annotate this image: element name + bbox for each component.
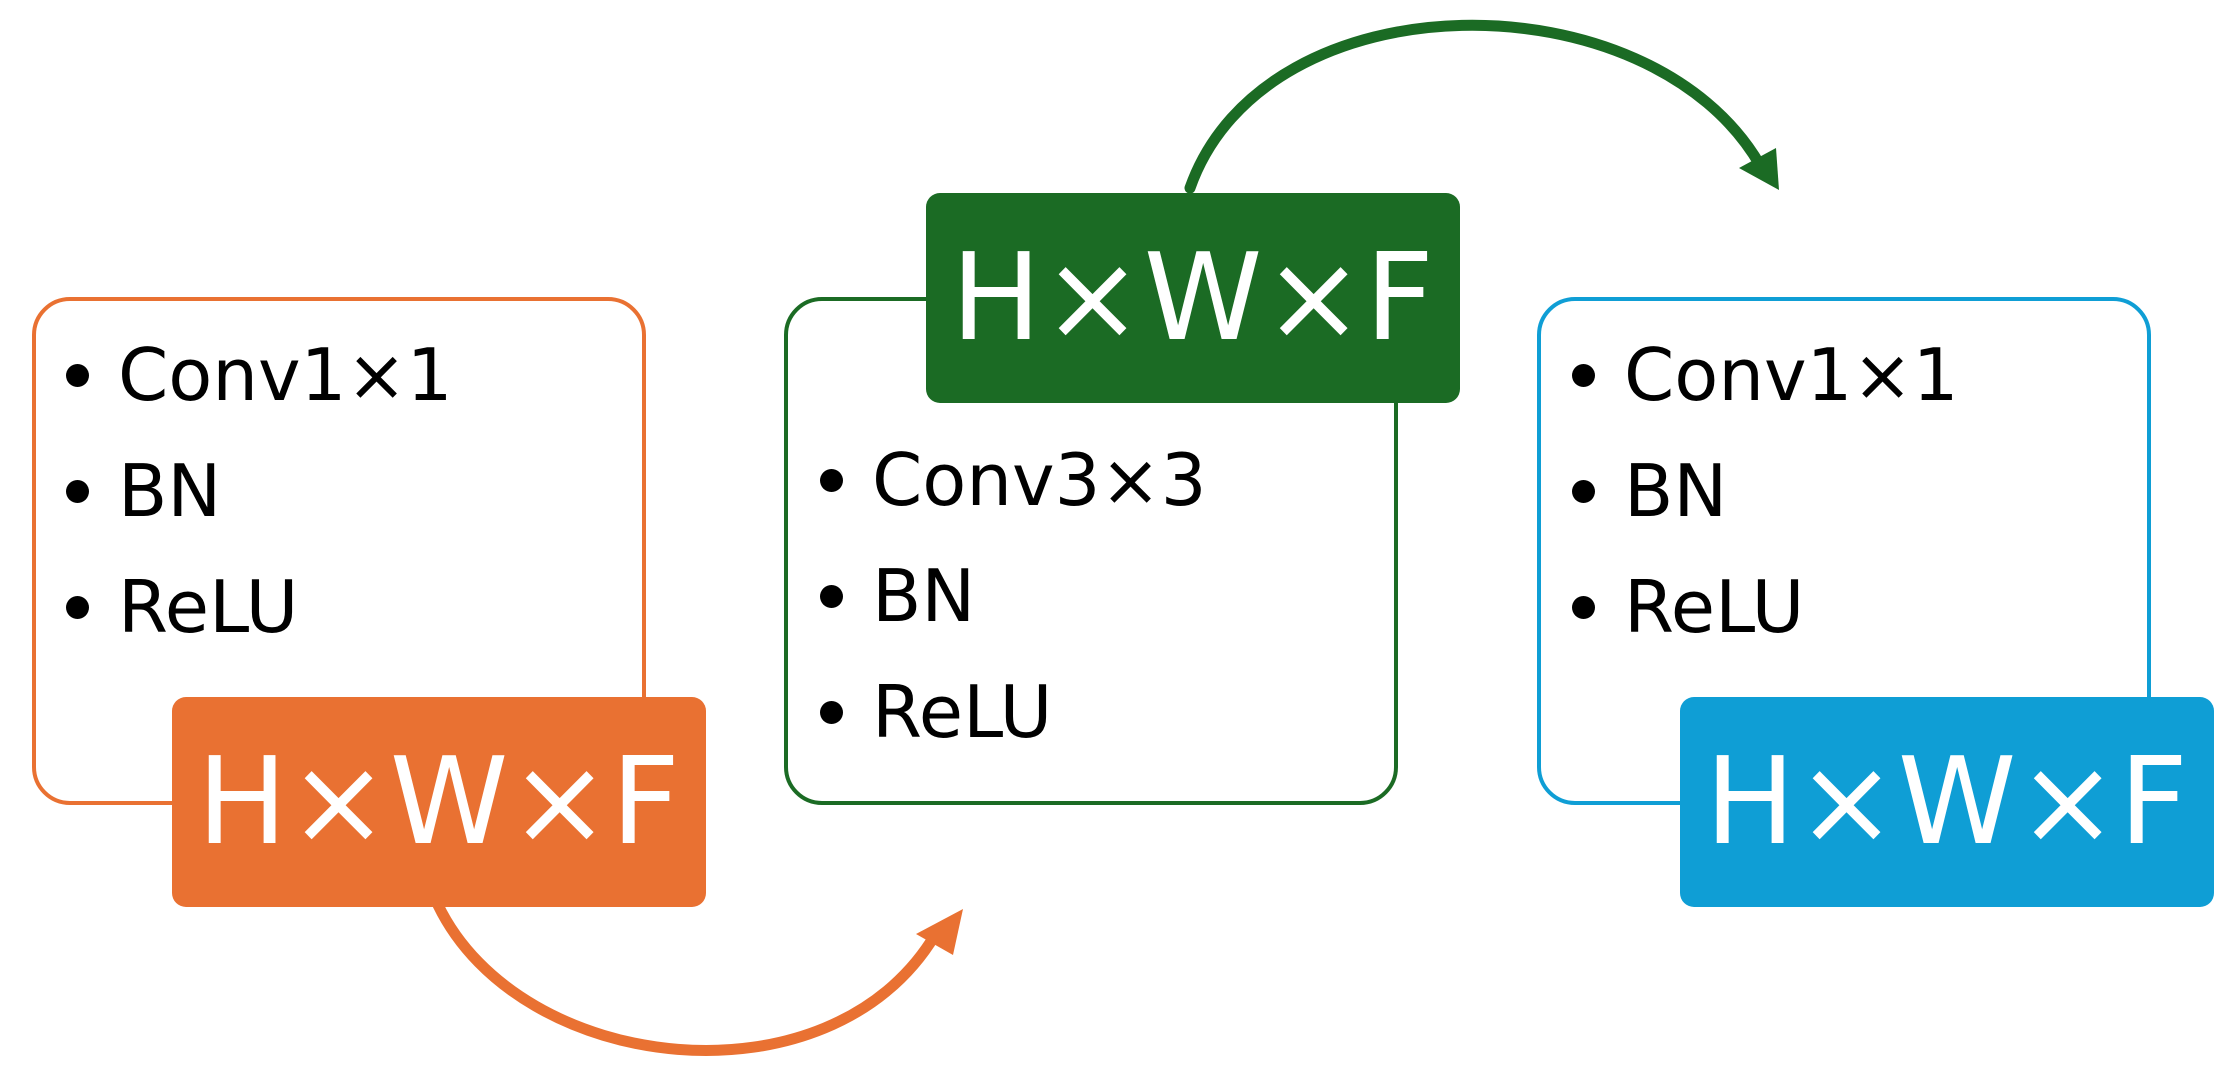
bullet-icon [820, 701, 843, 724]
bullet-icon [1572, 364, 1595, 387]
block-2-item: Conv3×3 [788, 422, 1207, 538]
block-1-item: BN [34, 433, 453, 549]
block-3-shape-label: H×W×F [1680, 697, 2214, 907]
arrowhead-block1-to-block2 [916, 909, 963, 955]
block-3-list: Conv1×1 BN ReLU [1540, 317, 1959, 665]
block-2-item: BN [788, 538, 1207, 654]
bullet-icon [66, 596, 89, 619]
block-3-item: BN [1540, 433, 1959, 549]
bullet-icon [820, 585, 843, 608]
block-1-shape-label: H×W×F [172, 697, 706, 907]
block-2-item: ReLU [788, 654, 1207, 770]
block-3-item: ReLU [1540, 549, 1959, 665]
arrow-block1-to-block2 [432, 899, 941, 1056]
bullet-icon [820, 469, 843, 492]
block-3-item: Conv1×1 [1540, 317, 1959, 433]
arrow-block2-to-block3 [1184, 19, 1766, 194]
bullet-icon [1572, 596, 1595, 619]
bullet-icon [1572, 480, 1595, 503]
block-1-item: ReLU [34, 549, 453, 665]
block-1-item: Conv1×1 [34, 317, 453, 433]
bullet-icon [66, 480, 89, 503]
arrowhead-block2-to-block3 [1739, 148, 1779, 190]
block-2-list: Conv3×3 BN ReLU [788, 422, 1207, 770]
bullet-icon [66, 364, 89, 387]
block-1-list: Conv1×1 BN ReLU [34, 317, 453, 665]
block-2-shape-label: H×W×F [926, 193, 1460, 403]
